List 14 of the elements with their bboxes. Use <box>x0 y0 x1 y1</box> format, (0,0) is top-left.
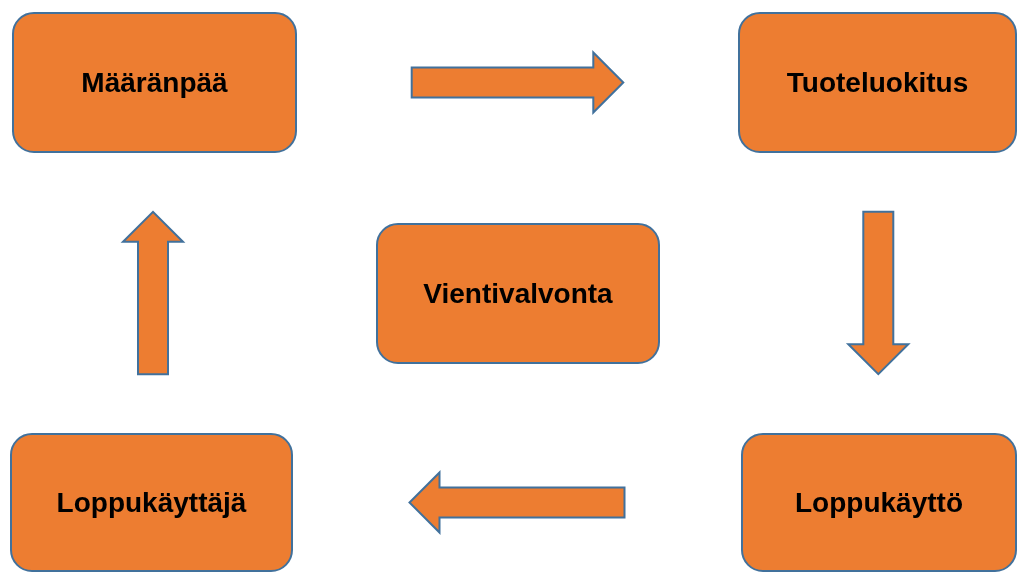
process-box <box>376 223 660 364</box>
block-arrow <box>120 210 186 376</box>
process-box <box>741 433 1017 572</box>
process-box <box>738 12 1017 153</box>
block-arrow <box>408 470 626 535</box>
box-label: Tuoteluokitus <box>786 66 969 100</box>
box-label: Loppukäyttö <box>795 486 963 520</box>
process-box <box>12 12 297 153</box>
block-arrow <box>845 210 911 376</box>
process-box <box>10 433 293 572</box>
box-label: Määränpää <box>81 66 228 100</box>
box-label: Loppukäyttäjä <box>56 486 247 520</box>
block-arrow <box>410 50 625 115</box>
box-label: Vientivalvonta <box>423 277 613 311</box>
